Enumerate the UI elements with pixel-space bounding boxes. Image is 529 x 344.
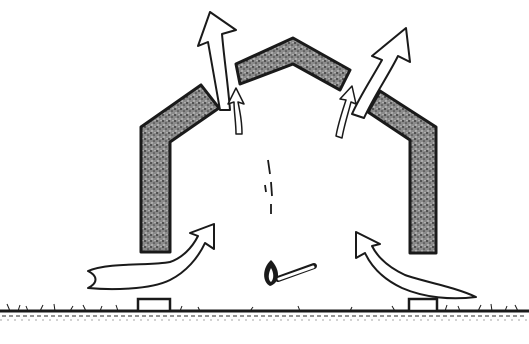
roof-ridge-panel [236,38,350,90]
rising-heat-dashes [265,160,272,214]
ground-line [0,304,529,320]
match-flame [264,260,314,286]
left-footing [138,299,170,311]
right-wall [368,91,436,253]
right-footing [409,299,437,311]
vent-arrow-left [228,88,244,134]
